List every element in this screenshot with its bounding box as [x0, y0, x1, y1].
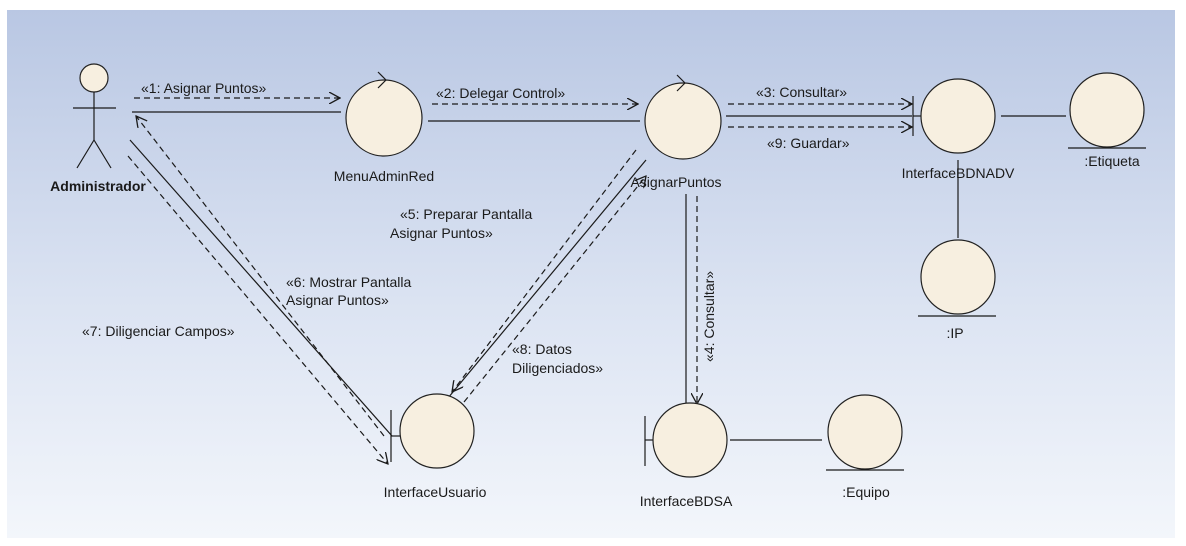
entity-circle	[827, 394, 903, 470]
object-label: :Etiqueta	[1084, 153, 1139, 169]
object-ip[interactable]: :IP	[918, 239, 996, 341]
control-arrow-icon	[676, 74, 686, 92]
message-4-label: «4: Consultar»	[701, 271, 717, 362]
message-2-label: «2: Delegar Control»	[436, 85, 565, 101]
object-interface-bdnadv[interactable]: InterfaceBDNADV	[902, 78, 1015, 181]
message-5-label-line1: «5: Preparar Pantalla	[400, 206, 533, 222]
object-label: AsignarPuntos	[630, 174, 721, 190]
entity-circle	[1069, 72, 1145, 148]
boundary-circle	[652, 402, 728, 478]
control-circle	[345, 79, 423, 157]
message-5-arrow	[452, 149, 637, 392]
object-label: :IP	[946, 325, 963, 341]
link-actor-usuario	[129, 139, 393, 437]
object-menu-admin-red[interactable]: MenuAdminRed	[334, 71, 434, 184]
actor-administrador[interactable]: Administrador	[50, 63, 146, 194]
object-label: InterfaceBDNADV	[902, 165, 1015, 181]
actor-label: Administrador	[50, 178, 146, 194]
actor-leg-right	[93, 139, 112, 169]
entity-circle	[920, 239, 996, 315]
object-label: InterfaceUsuario	[384, 484, 487, 500]
object-equipo[interactable]: :Equipo	[826, 394, 904, 500]
message-8-label-line1: «8: Datos	[512, 341, 572, 357]
object-etiqueta[interactable]: :Etiqueta	[1068, 72, 1146, 169]
message-5-label-line2: Asignar Puntos»	[390, 225, 493, 241]
object-asignar-puntos[interactable]: AsignarPuntos	[630, 74, 722, 190]
message-3-label: «3: Consultar»	[756, 84, 847, 100]
link-asignar-usuario	[447, 159, 647, 399]
object-interface-usuario[interactable]: InterfaceUsuario	[384, 393, 487, 500]
actor-leg-left	[76, 139, 95, 169]
message-6-label-line2: Asignar Puntos»	[286, 292, 389, 308]
message-1-label: «1: Asignar Puntos»	[141, 80, 267, 96]
control-arrow-icon	[377, 71, 387, 89]
message-6-arrow	[136, 116, 385, 437]
message-8-arrow	[463, 176, 646, 403]
message-6-label-line1: «6: Mostrar Pantalla	[286, 274, 411, 290]
object-label: InterfaceBDSA	[640, 493, 733, 509]
control-circle	[644, 82, 722, 160]
actor-head	[79, 63, 109, 93]
message-7-label: «7: Diligenciar Campos»	[82, 323, 235, 339]
boundary-circle	[920, 78, 996, 154]
message-7-arrow	[127, 155, 388, 464]
boundary-circle	[399, 393, 475, 469]
message-8-label-line2: Diligenciados»	[512, 360, 603, 376]
object-interface-bdsa[interactable]: InterfaceBDSA	[640, 402, 733, 509]
object-label: MenuAdminRed	[334, 168, 434, 184]
object-label: :Equipo	[842, 484, 890, 500]
message-9-label: «9: Guardar»	[767, 135, 850, 151]
